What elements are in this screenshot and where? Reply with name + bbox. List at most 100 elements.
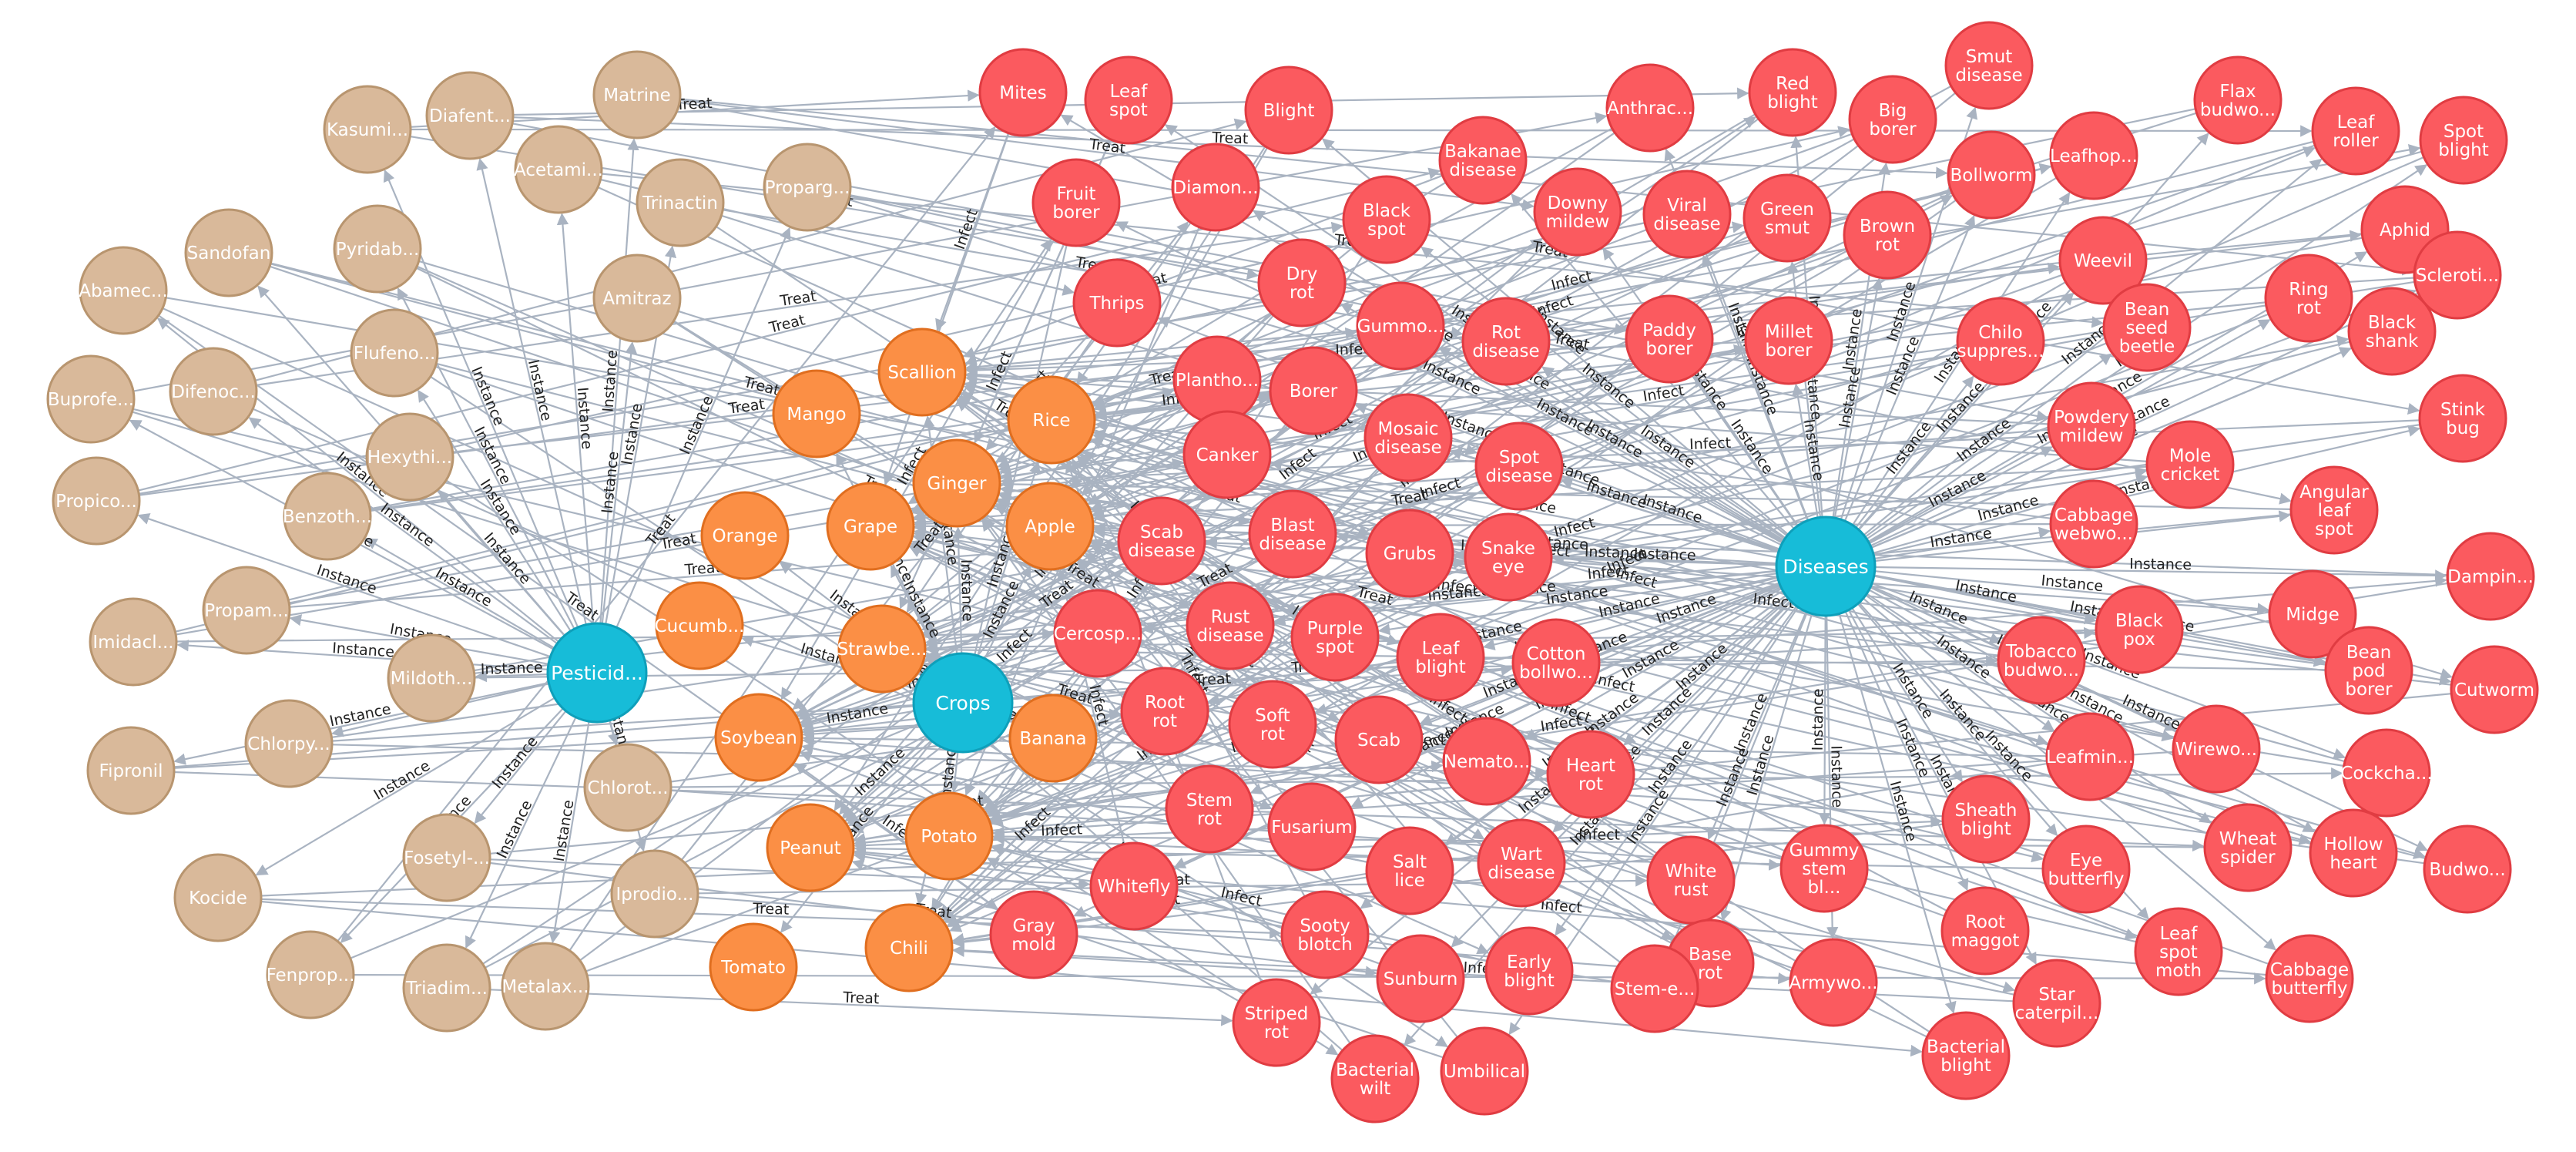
crop-node-circle[interactable] <box>912 438 1001 528</box>
pesticide-node[interactable]: Mildoth... <box>387 633 476 723</box>
disease-node-circle[interactable] <box>1921 1011 2011 1100</box>
pesticide-node-circle[interactable] <box>173 853 263 942</box>
crop-node[interactable]: Soybean <box>714 693 803 782</box>
pesticide-node[interactable]: Trinactin <box>636 158 725 247</box>
pesticide-node-circle[interactable] <box>402 943 491 1033</box>
disease-node-circle[interactable] <box>1330 1034 1420 1123</box>
disease-node-circle[interactable] <box>1248 489 1337 579</box>
pesticide-node[interactable]: Difenoc... <box>169 347 258 436</box>
pesticide-node-circle[interactable] <box>79 246 168 335</box>
disease-node-circle[interactable] <box>989 890 1078 979</box>
disease-node[interactable]: Fusarium <box>1267 782 1357 872</box>
disease-node-circle[interactable] <box>2342 728 2431 818</box>
disease-node-circle[interactable] <box>1290 593 1380 682</box>
disease-node-circle[interactable] <box>2203 803 2293 892</box>
disease-node-circle[interactable] <box>2413 230 2502 320</box>
disease-node-circle[interactable] <box>1267 782 1357 872</box>
disease-node[interactable]: Leafmin... <box>2045 712 2135 801</box>
pesticide-node[interactable]: Chlorot... <box>583 743 673 832</box>
disease-node[interactable]: Canker <box>1182 410 1272 499</box>
disease-node-circle[interactable] <box>1244 65 1333 155</box>
crop-node-circle[interactable] <box>826 482 915 571</box>
disease-node-circle[interactable] <box>2058 216 2148 305</box>
disease-node[interactable]: Mites <box>978 48 1068 137</box>
disease-node-circle[interactable] <box>2102 283 2192 372</box>
pesticide-node-circle[interactable] <box>592 50 682 139</box>
disease-node-circle[interactable] <box>1956 297 2045 386</box>
hub-node-crops[interactable]: Crops <box>912 652 1014 754</box>
disease-node-circle[interactable] <box>1941 774 2031 864</box>
disease-node-circle[interactable] <box>2172 704 2261 794</box>
disease-node-circle[interactable] <box>1228 680 1317 769</box>
disease-node-circle[interactable] <box>2446 532 2535 621</box>
disease-node-circle[interactable] <box>2045 712 2135 801</box>
pesticide-node[interactable]: Kasumi... <box>323 85 412 174</box>
disease-node-circle[interactable] <box>1947 130 2036 220</box>
disease-node-circle[interactable] <box>2324 626 2413 715</box>
disease-node-circle[interactable] <box>2264 254 2353 343</box>
pesticide-node[interactable]: Fenprop... <box>266 930 355 1019</box>
pesticide-node-circle[interactable] <box>202 566 291 655</box>
disease-node-circle[interactable] <box>1642 170 1732 259</box>
crop-node-circle[interactable] <box>700 491 790 580</box>
pesticide-node-circle[interactable] <box>46 354 136 444</box>
crop-node[interactable]: Cucumb... <box>655 581 745 670</box>
disease-node-circle[interactable] <box>1789 938 1878 1027</box>
pesticide-node-circle[interactable] <box>763 143 852 232</box>
disease-node-circle[interactable] <box>2193 55 2283 145</box>
disease-node-circle[interactable] <box>1438 116 1528 205</box>
crop-node[interactable]: Potato <box>904 791 994 881</box>
disease-node[interactable]: Umbilical <box>1440 1026 1529 1116</box>
pesticide-node[interactable]: Pyridab... <box>333 204 422 294</box>
disease-node[interactable]: Wirewo... <box>2172 704 2261 794</box>
disease-node-circle[interactable] <box>2450 645 2539 734</box>
pesticide-node[interactable]: Buprofe... <box>46 354 136 444</box>
disease-node[interactable]: Dampin... <box>2446 532 2535 621</box>
hub-node-diseases-circle[interactable] <box>1775 516 1877 617</box>
pesticide-node[interactable]: Flufeno... <box>350 308 439 398</box>
pesticide-node[interactable]: Kocide <box>173 853 263 942</box>
disease-node-circle[interactable] <box>978 48 1068 137</box>
disease-node-circle[interactable] <box>1944 21 2034 110</box>
disease-node-circle[interactable] <box>1165 764 1254 854</box>
disease-node-circle[interactable] <box>1232 978 1321 1067</box>
disease-node-circle[interactable] <box>1440 1026 1529 1116</box>
crop-node[interactable]: Peanut <box>766 803 855 892</box>
disease-node-circle[interactable] <box>1257 238 1347 327</box>
pesticide-node[interactable]: Propico... <box>52 456 141 546</box>
disease-node-circle[interactable] <box>1117 496 1206 586</box>
pesticide-node-circle[interactable] <box>266 930 355 1019</box>
pesticide-node[interactable]: Propam... <box>202 566 291 655</box>
pesticide-node-circle[interactable] <box>514 125 603 214</box>
crop-node[interactable]: Ginger <box>912 438 1001 528</box>
disease-node-circle[interactable] <box>1120 667 1209 756</box>
disease-node-circle[interactable] <box>1171 143 1260 232</box>
disease-node[interactable]: Sunburn <box>1376 934 1465 1023</box>
disease-node-circle[interactable] <box>1376 934 1465 1023</box>
pesticide-node-circle[interactable] <box>583 743 673 832</box>
